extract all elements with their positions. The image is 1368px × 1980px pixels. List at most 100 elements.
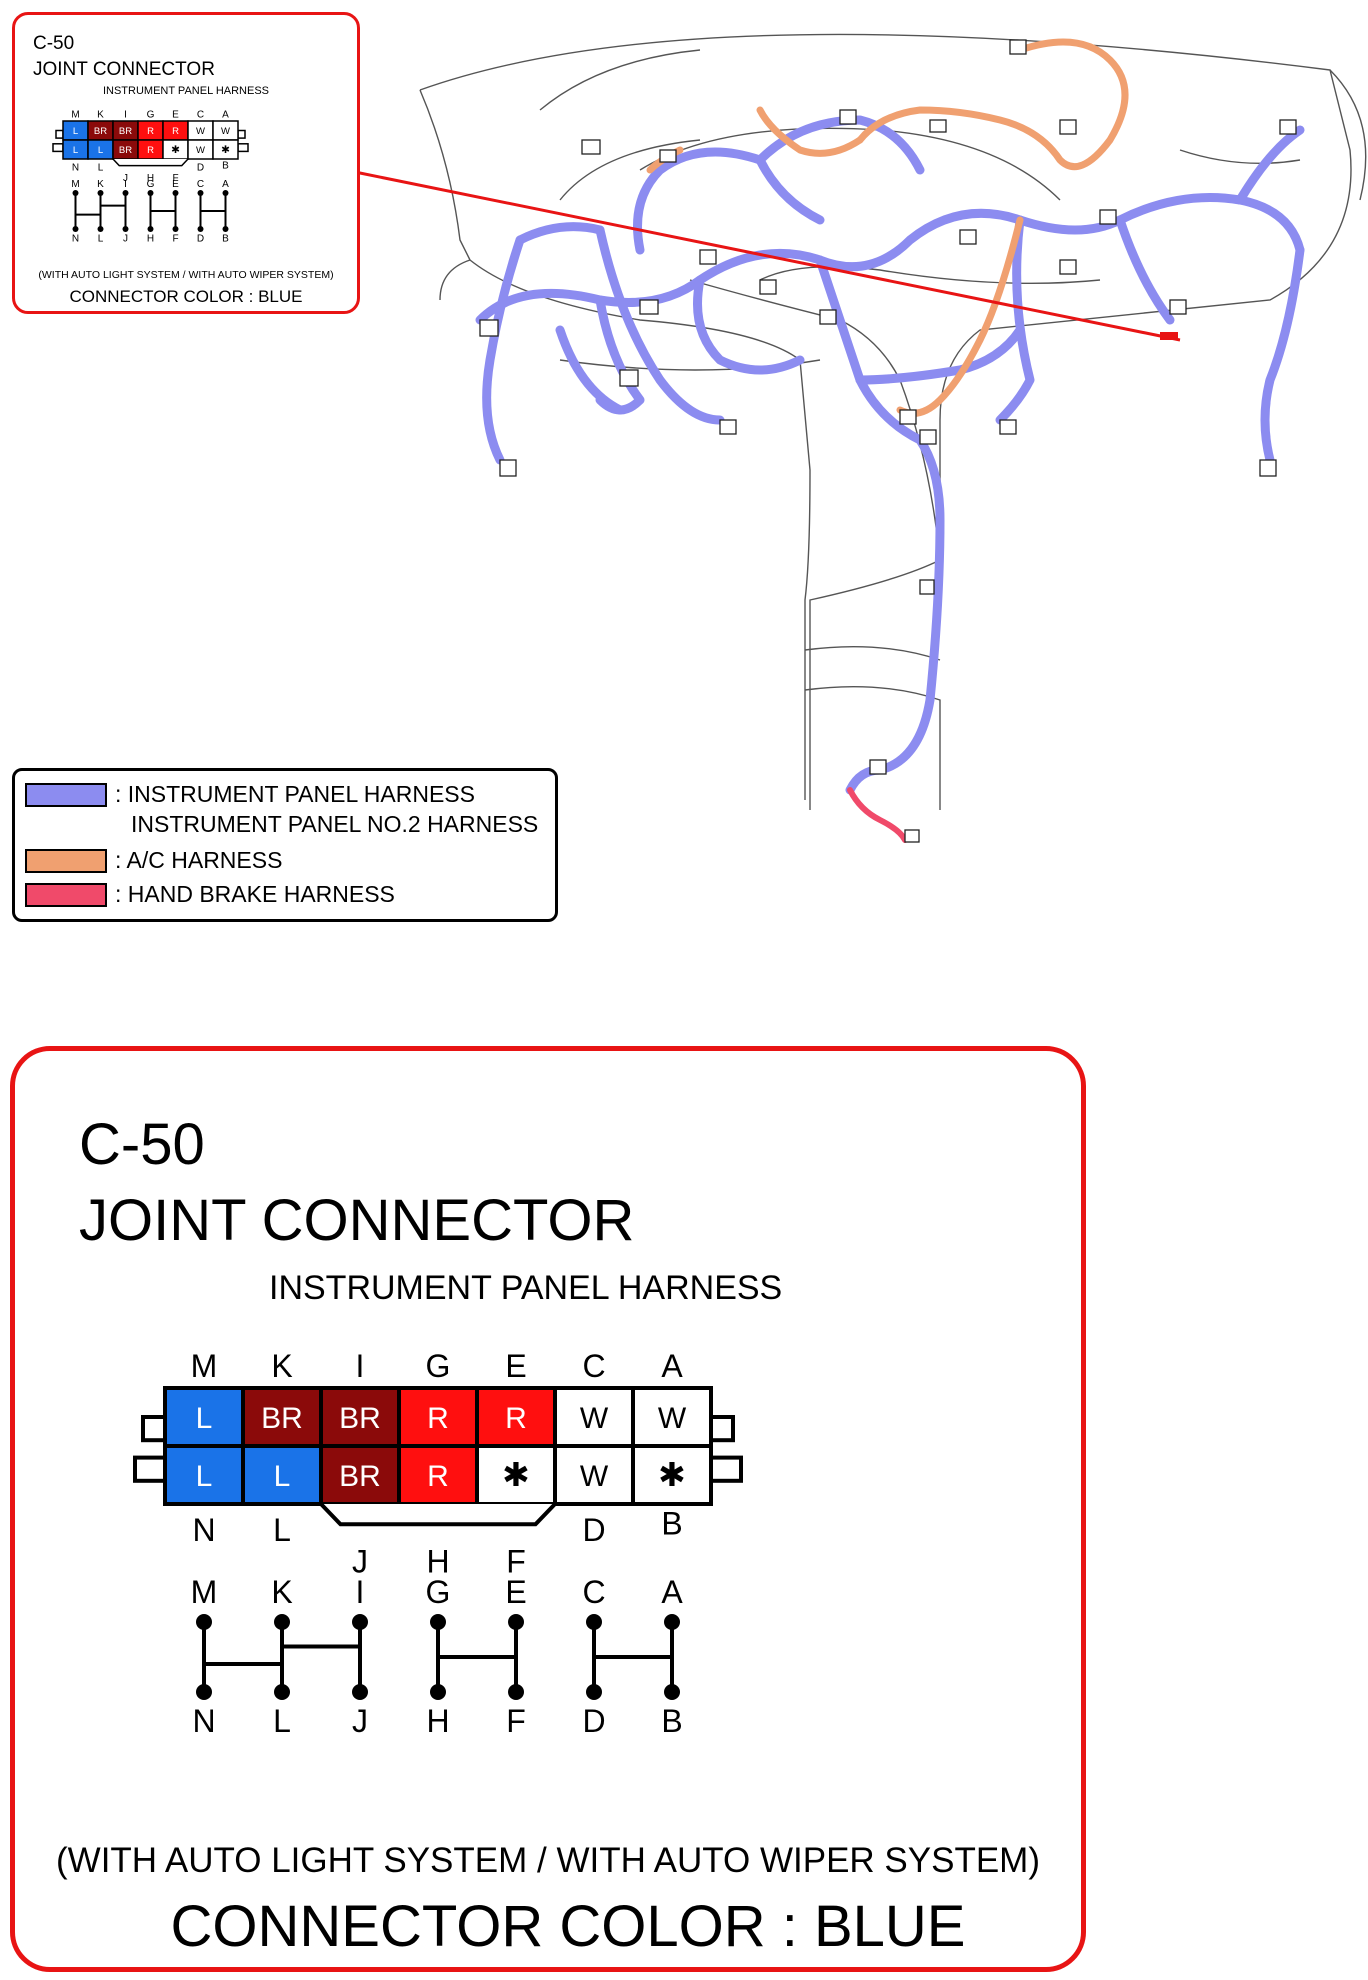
circuit-label-top: E (505, 1574, 526, 1610)
circuit-label-bottom: J (352, 1703, 368, 1739)
inset-pin-label-top: A (222, 110, 229, 121)
inset-circuit-node (222, 226, 229, 232)
circuit-label-bottom: D (582, 1703, 605, 1739)
inset-pin-label-top: I (124, 110, 127, 121)
inset-terminal-wire-color: L (98, 145, 103, 156)
terminal-cell (163, 1386, 245, 1448)
inset-pin-label-top: G (147, 110, 155, 121)
inset-terminal-wire-color: R (147, 126, 154, 137)
circuit-node (274, 1614, 290, 1630)
circuit-node (274, 1684, 290, 1700)
inset-circuit-node (122, 190, 129, 196)
inset-circuit-label-top: A (222, 179, 229, 190)
inset-pin-label-bottom: B (222, 161, 229, 172)
circuit-node (196, 1614, 212, 1630)
inset-circuit-label-bottom: L (98, 234, 104, 245)
terminal-wire-color: R (505, 1402, 527, 1435)
inset-pin-label-bottom: N (72, 163, 79, 174)
applicability-note: (WITH AUTO LIGHT SYSTEM / WITH AUTO WIPE… (56, 1841, 1040, 1880)
pin-label-top: A (661, 1348, 683, 1384)
terminal-wire-color: BR (339, 1460, 381, 1493)
inset-circuit-node (122, 226, 129, 232)
legend-swatch-ac (25, 849, 107, 873)
pin-label-top: G (426, 1348, 451, 1384)
inset-circuit-label-bottom: D (197, 234, 204, 245)
terminal-wire-color: L (274, 1460, 291, 1493)
pin-label-bottom: B (661, 1505, 682, 1541)
inset-terminal-wire-color: R (147, 145, 154, 156)
inset-circuit-label-bottom: H (147, 234, 154, 245)
connector-detail-box: C-50 JOINT CONNECTOR INSTRUMENT PANEL HA… (10, 1046, 1086, 1972)
terminal-cell (397, 1444, 479, 1506)
circuit-label-bottom: N (192, 1703, 215, 1739)
terminal-cell (631, 1386, 713, 1448)
pin-label-top: M (191, 1348, 218, 1384)
terminal-cell (397, 1386, 479, 1448)
inset-circuit-label-top: C (197, 179, 204, 190)
legend-text-hand-brake: : HAND BRAKE HARNESS (115, 881, 395, 907)
legend-text-instrument-no2: INSTRUMENT PANEL NO.2 HARNESS (131, 811, 539, 837)
hand-brake-harness (847, 787, 908, 843)
connector-title: JOINT CONNECTOR (79, 1188, 635, 1253)
pin-label-bottom: F (506, 1544, 526, 1580)
terminal-wire-color: W (580, 1402, 609, 1435)
location-indicator-line (354, 170, 1181, 342)
inset-circuit-node (72, 190, 79, 196)
circuit-label-bottom: F (506, 1703, 526, 1739)
harness-legend: : INSTRUMENT PANEL HARNESS INSTRUMENT PA… (12, 768, 558, 922)
circuit-node (196, 1684, 212, 1700)
inset-circuit-node (97, 190, 104, 196)
inset-right-tab-upper (237, 129, 246, 139)
pin-label-bottom: H (426, 1544, 449, 1580)
inset-circuit-node (147, 226, 154, 232)
terminal-wire-color: BR (339, 1402, 381, 1435)
inset-terminal-wire-color: W (221, 126, 230, 137)
right-tab-upper (709, 1415, 735, 1443)
inset-pin-label-bottom: D (197, 163, 204, 174)
circuit-node (586, 1684, 602, 1700)
inset-terminal-wire-color: BR (94, 126, 107, 137)
inset-circuit-node (72, 226, 79, 232)
inset-circuit-label-bottom: N (72, 234, 79, 245)
circuit-label-top: A (661, 1574, 683, 1610)
pin-label-top: I (356, 1348, 365, 1384)
inset-circuit-label-bottom: F (172, 234, 178, 245)
circuit-node (508, 1684, 524, 1700)
legend-swatch-instrument (25, 783, 107, 807)
inset-pin-label-top: K (97, 110, 104, 121)
inset-right-tab-lower (237, 143, 249, 153)
inset-terminal-wire-color: ✱ (171, 145, 180, 156)
inset-terminal-wire-color: L (73, 145, 78, 156)
inset-circuit-label-top: K (97, 179, 104, 190)
inset-circuit-label-bottom: J (123, 234, 128, 245)
circuit-label-top: G (426, 1574, 451, 1610)
terminal-wire-color: L (196, 1460, 213, 1493)
circuit-node (664, 1614, 680, 1630)
circuit-label-top: I (356, 1574, 365, 1610)
inset-left-tab-lower (52, 143, 64, 153)
circuit-label-top: C (582, 1574, 605, 1610)
connector-color-label: CONNECTOR COLOR : BLUE (170, 1894, 966, 1959)
inset-terminal-wire-color: BR (119, 126, 132, 137)
inset-terminal-wire-color: L (73, 126, 78, 137)
terminal-wire-color: W (658, 1402, 687, 1435)
circuit-label-bottom: H (426, 1703, 449, 1739)
connector-blocks (479, 39, 1297, 843)
inset-circuit-node (197, 190, 204, 196)
inset-pin-label-bottom: F (172, 173, 178, 184)
inset-left-tab-upper (55, 129, 64, 139)
inset-connector-key (112, 158, 189, 167)
circuit-label-top: M (191, 1574, 218, 1610)
connector-key (319, 1502, 557, 1527)
inset-connector-id: C-50 (33, 33, 75, 54)
circuit-node (352, 1614, 368, 1630)
pin-label-top: C (582, 1348, 605, 1384)
terminal-cell (631, 1444, 713, 1506)
inset-terminal-wire-color: W (196, 126, 205, 137)
legend-swatch-hand-brake (25, 883, 107, 907)
circuit-label-bottom: B (661, 1703, 682, 1739)
inset-pin-label-bottom: J (123, 173, 128, 184)
circuit-node (664, 1684, 680, 1700)
pin-label-bottom: D (582, 1512, 605, 1548)
